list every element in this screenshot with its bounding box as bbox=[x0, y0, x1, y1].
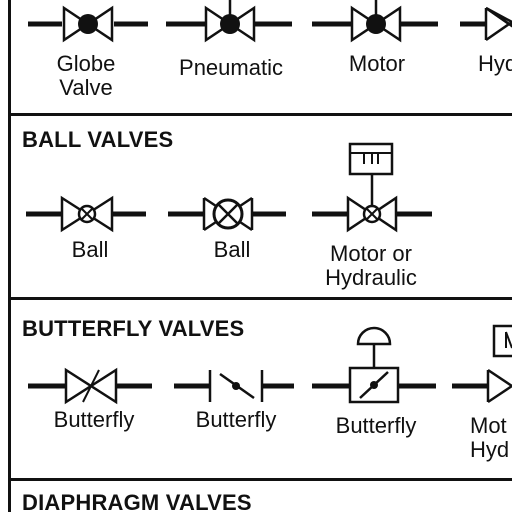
butterfly-valve-alt-icon bbox=[174, 366, 294, 406]
motor-hydraulic-butterfly-label: Mot Hyd bbox=[470, 413, 510, 462]
pneumatic-butterfly-valve-icon bbox=[312, 322, 436, 406]
hydraulic-globe-valve-icon bbox=[460, 0, 512, 48]
motor-or-hydraulic-label: Motor or Hydraulic bbox=[325, 241, 417, 290]
butterfly-pneumatic-label: Butterfly bbox=[335, 413, 417, 438]
section-divider bbox=[8, 478, 512, 481]
section-divider bbox=[8, 297, 512, 300]
butterfly-valve-icon bbox=[28, 366, 152, 406]
ball-valve-icon bbox=[26, 194, 146, 234]
section-header-ball-valves: BALL VALVES bbox=[22, 127, 174, 152]
motor-globe-valve-icon bbox=[312, 0, 438, 48]
butterfly-alt-label: Butterfly bbox=[195, 407, 277, 432]
motor-label: Motor bbox=[348, 51, 406, 76]
globe-valve-icon bbox=[28, 0, 148, 48]
left-border bbox=[8, 0, 11, 512]
ball-label: Ball bbox=[71, 237, 109, 262]
motor-butterfly-valve-icon bbox=[452, 322, 512, 406]
pneumatic-label: Pneumatic bbox=[179, 55, 283, 80]
hydraulic-label: Hyd bbox=[478, 51, 512, 76]
motor-ball-valve-icon bbox=[312, 140, 432, 234]
globe-valve-label: Globe Valve bbox=[56, 51, 116, 100]
pneumatic-globe-valve-icon bbox=[166, 0, 292, 48]
ball-valve-alt-icon bbox=[168, 192, 286, 236]
section-header-butterfly-valves: BUTTERFLY VALVES bbox=[22, 316, 245, 341]
section-divider bbox=[8, 113, 512, 116]
ball-alt-label: Ball bbox=[213, 237, 251, 262]
section-header-diaphragm-valves: DIAPHRAGM VALVES bbox=[22, 490, 252, 515]
butterfly-label: Butterfly bbox=[53, 407, 135, 432]
